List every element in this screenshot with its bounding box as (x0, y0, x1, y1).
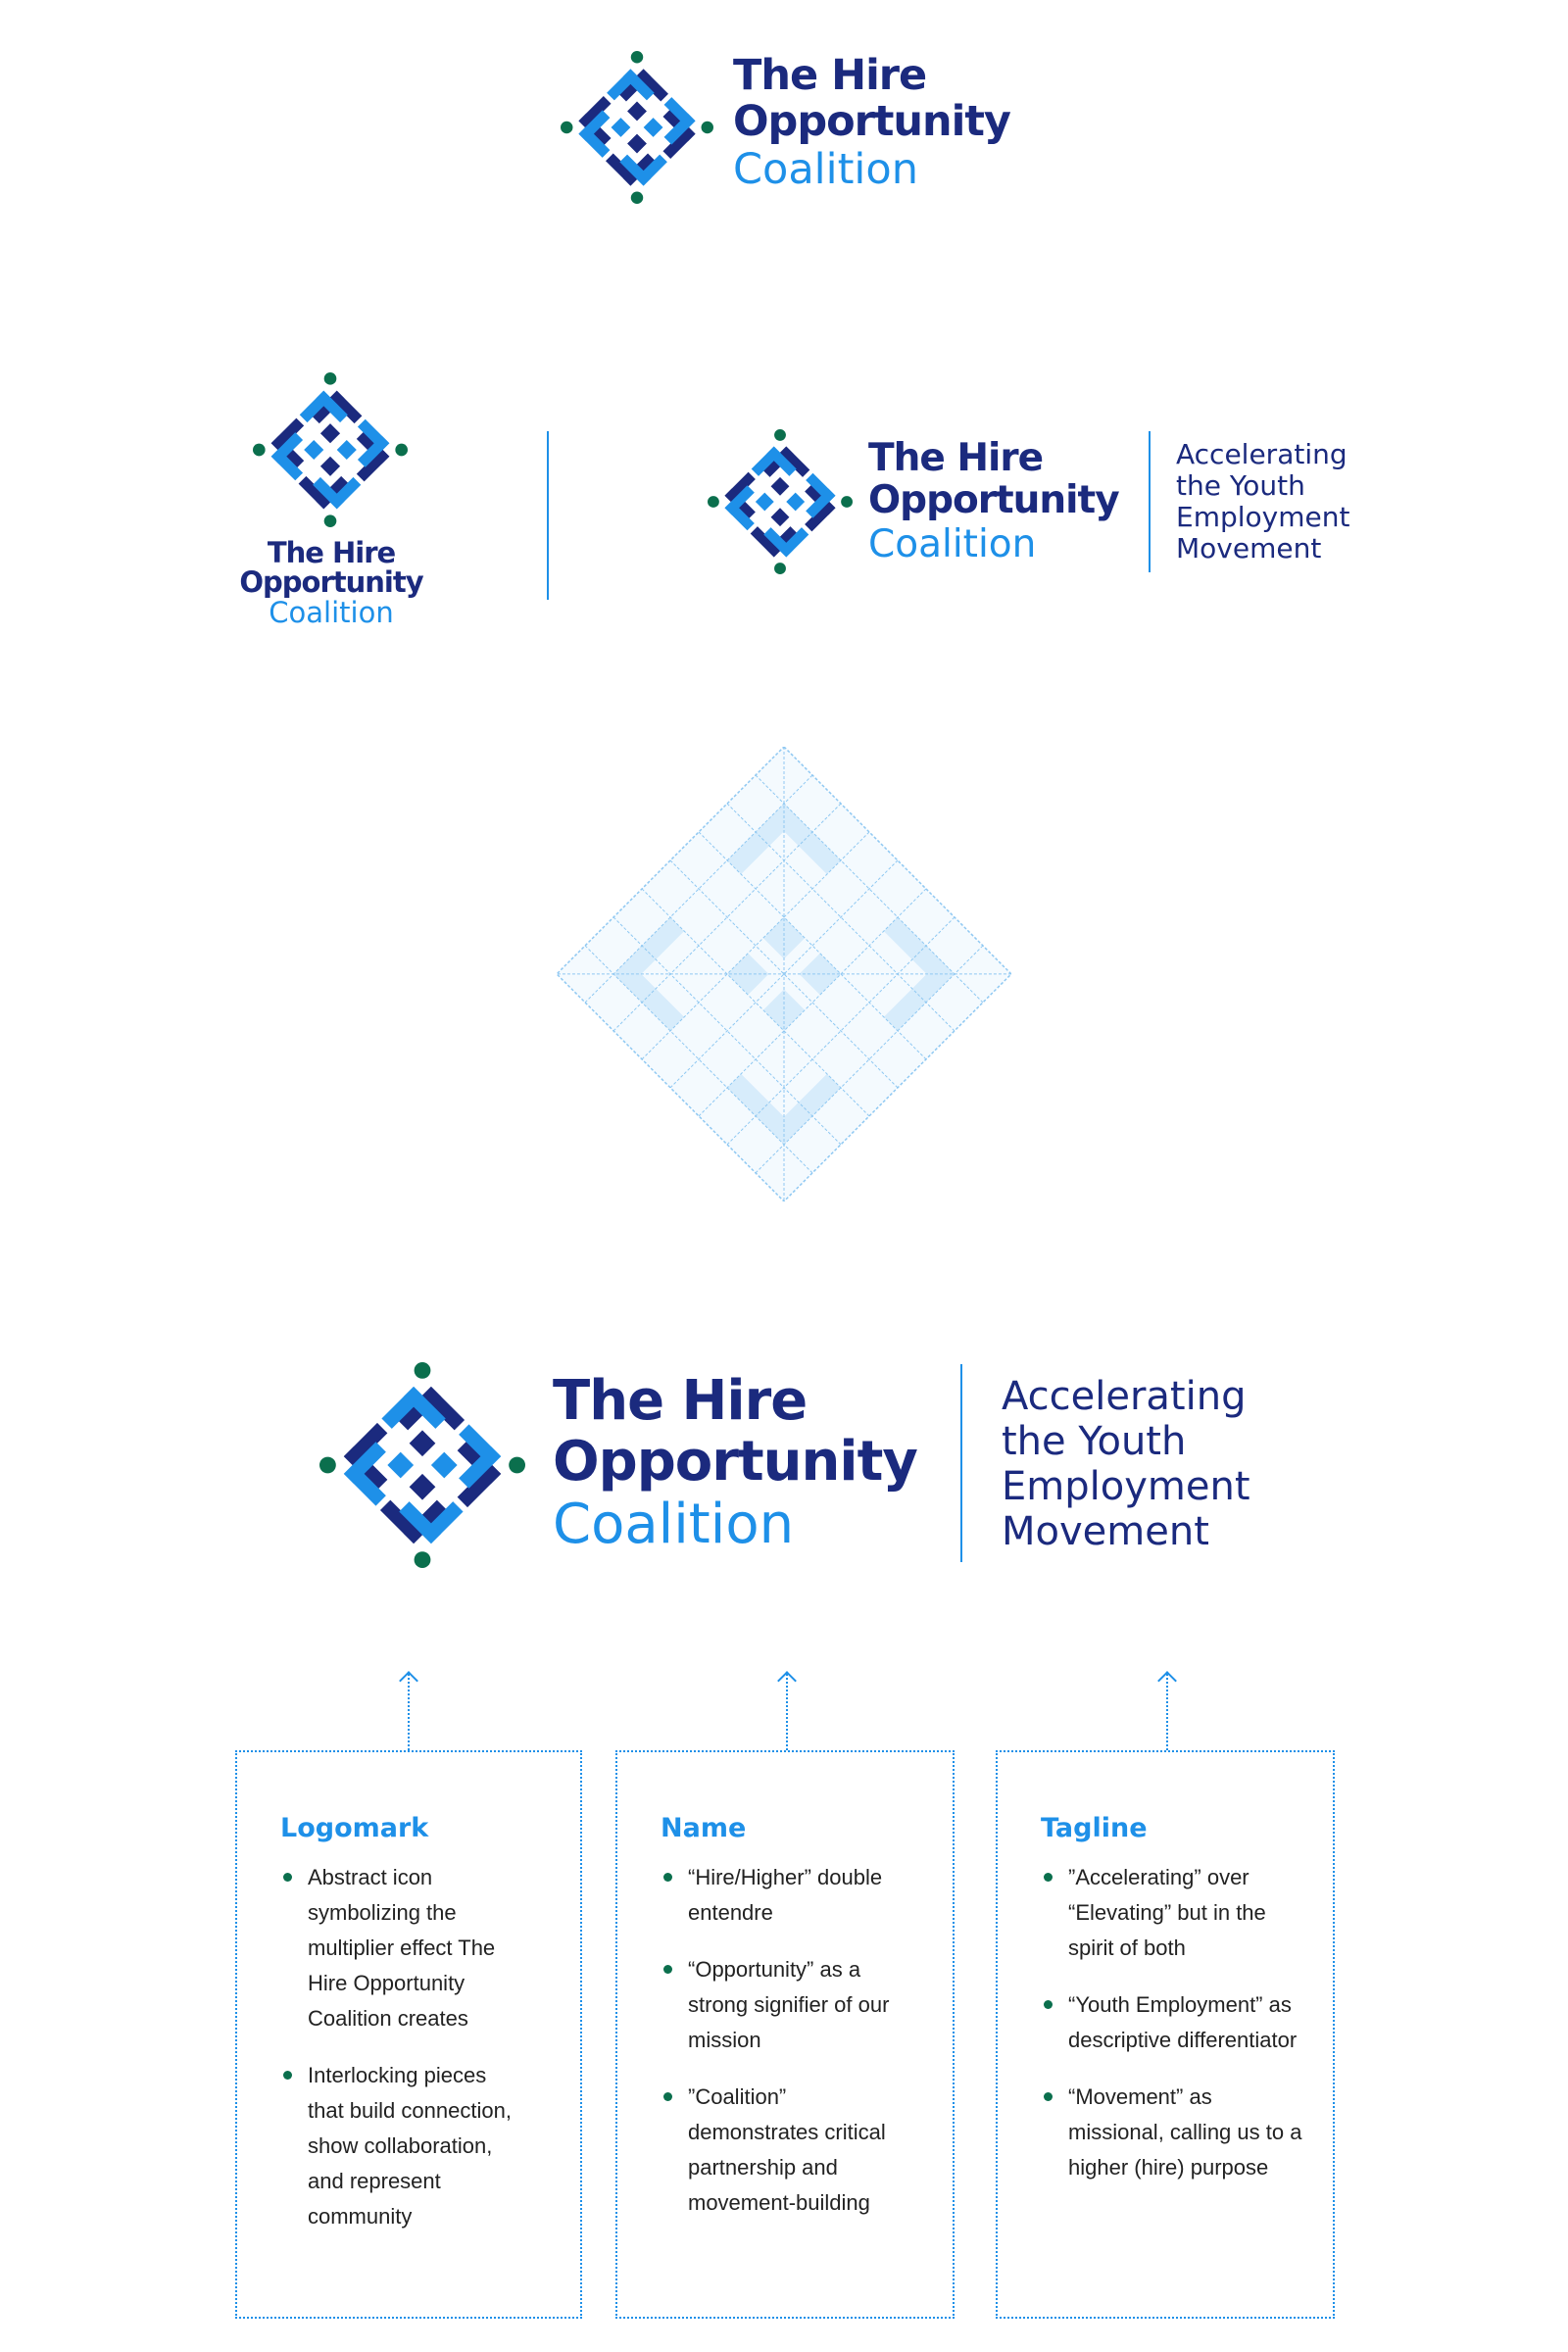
large-tagline-line-2: the Youth (1002, 1419, 1187, 1464)
large-tagline: Accelerating the Youth Employment Moveme… (1002, 1374, 1250, 1554)
card-title: Name (661, 1813, 747, 1843)
large-wordmark: The Hire Opportunity Coalition (553, 1369, 918, 1556)
tagline-arrowhead (1157, 1671, 1177, 1690)
tagline-line-1: Accelerating (1176, 438, 1348, 470)
large-tagline-divider (960, 1364, 962, 1562)
card-title: Logomark (280, 1813, 429, 1843)
large-wordmark-line-1: The Hire (553, 1369, 808, 1433)
bullet-dot-icon (283, 1873, 292, 1882)
logomark-arrowhead (399, 1671, 418, 1690)
large-wordmark-line-3: Coalition (553, 1493, 795, 1556)
list-item: ”Accelerating” over “Elevating” but in t… (1041, 1860, 1305, 1966)
wordmark-line-3: Coalition (733, 145, 918, 194)
bullet-dot-icon (283, 2071, 292, 2080)
name-arrowhead (777, 1671, 797, 1690)
bullet-text: Abstract icon symbolizing the multiplier… (308, 1865, 496, 2031)
bullet-dot-icon (663, 1965, 672, 1974)
bullet-text: “Movement” as missional, calling us to a… (1068, 2084, 1302, 2180)
horizontal-wordmark-line-2: Opportunity (868, 478, 1120, 522)
horizontal-tagline: Accelerating the Youth Employment Moveme… (1176, 439, 1349, 564)
large-tagline-line-4: Movement (1002, 1509, 1209, 1554)
list-item: “Movement” as missional, calling us to a… (1041, 2080, 1305, 2185)
tagline-line-2: the Youth (1176, 469, 1305, 502)
stacked-wordmark: The Hire Opportunity Coalition (225, 539, 437, 627)
card-bullets: “Hire/Higher” double entendre “Opportuni… (661, 1860, 906, 2242)
section-divider (547, 431, 549, 600)
horizontal-wordmark-line-3: Coalition (868, 522, 1037, 566)
bullet-text: Interlocking pieces that build connectio… (308, 2063, 512, 2229)
stacked-wordmark-line-1: The Hire (267, 536, 396, 569)
wordmark-line-1: The Hire (733, 51, 927, 100)
horizontal-logomark-icon (708, 429, 853, 574)
card-title: Tagline (1041, 1813, 1148, 1843)
bullet-text: “Youth Employment” as descriptive differ… (1068, 1992, 1298, 2052)
name-arrow (786, 1674, 788, 1750)
list-item: “Opportunity” as a strong signifier of o… (661, 1952, 906, 2058)
large-tagline-line-1: Accelerating (1002, 1374, 1247, 1419)
bullet-dot-icon (1044, 2000, 1053, 2009)
card-name: Name “Hire/Higher” double entendre “Oppo… (615, 1750, 955, 2319)
large-tagline-line-3: Employment (1002, 1464, 1250, 1509)
top-wordmark: The Hire Opportunity Coalition (733, 51, 1011, 194)
bullet-dot-icon (1044, 1873, 1053, 1882)
card-bullets: ”Accelerating” over “Elevating” but in t… (1041, 1860, 1305, 2207)
list-item: Interlocking pieces that build connectio… (280, 2058, 515, 2234)
list-item: “Youth Employment” as descriptive differ… (1041, 1987, 1305, 2058)
top-logomark-icon (561, 51, 713, 204)
card-logomark: Logomark Abstract icon symbolizing the m… (235, 1750, 582, 2319)
list-item: ”Coalition” demonstrates critical partne… (661, 2080, 906, 2221)
bullet-text: ”Accelerating” over “Elevating” but in t… (1068, 1865, 1266, 1960)
bullet-text: “Hire/Higher” double entendre (688, 1865, 883, 1925)
horizontal-wordmark: The Hire Opportunity Coalition (868, 436, 1120, 566)
tagline-line-4: Movement (1176, 532, 1322, 564)
card-bullets: Abstract icon symbolizing the multiplier… (280, 1860, 515, 2256)
bullet-text: ”Coalition” demonstrates critical partne… (688, 2084, 886, 2215)
list-item: Abstract icon symbolizing the multiplier… (280, 1860, 515, 2036)
list-item: “Hire/Higher” double entendre (661, 1860, 906, 1931)
stacked-wordmark-line-2: Opportunity (239, 565, 423, 599)
stacked-wordmark-line-3: Coalition (269, 596, 394, 629)
tagline-line-3: Employment (1176, 501, 1350, 533)
tagline-arrow (1166, 1674, 1168, 1750)
construction-grid-icon (556, 745, 1012, 1206)
large-wordmark-line-2: Opportunity (553, 1430, 918, 1494)
stacked-logomark-icon (253, 372, 408, 527)
card-tagline: Tagline ”Accelerating” over “Elevating” … (996, 1750, 1335, 2319)
bullet-dot-icon (663, 2092, 672, 2101)
bullet-dot-icon (663, 1873, 672, 1882)
bullet-dot-icon (1044, 2092, 1053, 2101)
large-logomark-icon (319, 1362, 525, 1568)
logomark-arrow (408, 1674, 410, 1750)
wordmark-line-2: Opportunity (733, 97, 1011, 146)
tagline-divider (1149, 431, 1151, 572)
horizontal-wordmark-line-1: The Hire (868, 436, 1044, 480)
bullet-text: “Opportunity” as a strong signifier of o… (688, 1957, 890, 2052)
